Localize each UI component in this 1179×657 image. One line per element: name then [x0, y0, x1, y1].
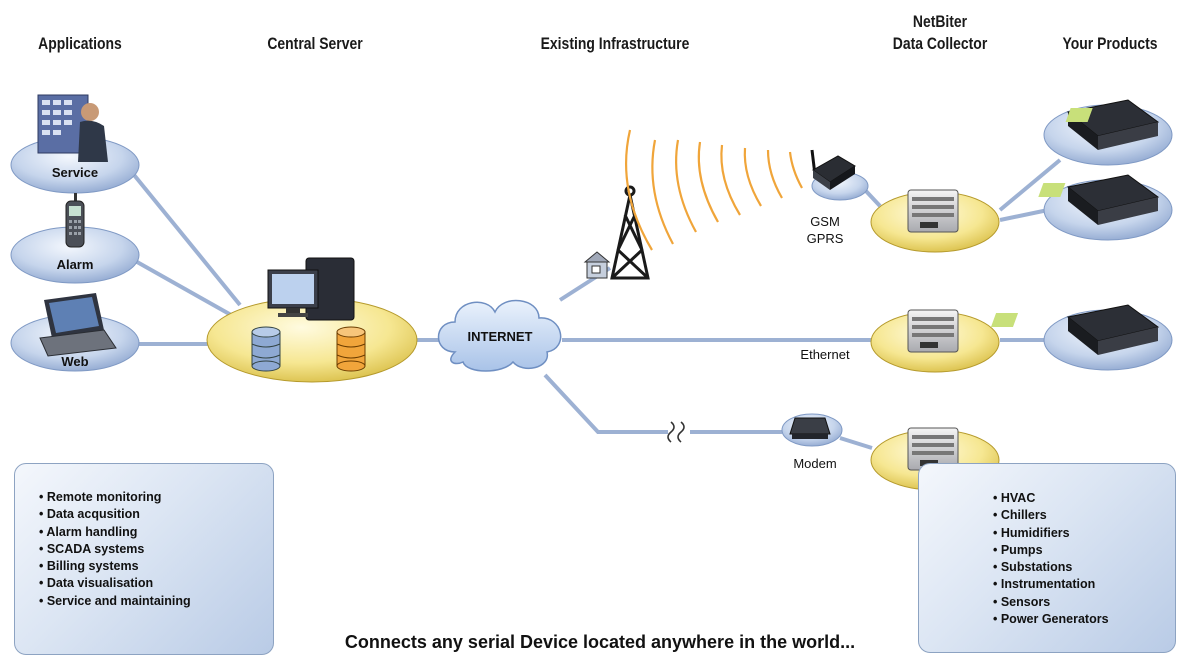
connection-lines	[128, 158, 1062, 450]
list-item: • Instrumentation	[993, 577, 1096, 592]
label-gprs: GPRS	[806, 231, 844, 246]
product-device-2	[1038, 174, 1173, 241]
list-item: • HVAC	[993, 491, 1036, 505]
link-alarm-server	[129, 256, 241, 322]
link-collector-product2	[999, 208, 1049, 222]
list-item: • Remote monitoring	[39, 490, 162, 504]
internet-cloud-icon	[437, 299, 562, 372]
link-internet-modem-a	[543, 373, 668, 434]
label-gsm: GSM	[810, 214, 840, 229]
database-orange-icon	[336, 326, 366, 372]
list-item: • Data acqusition	[39, 507, 140, 522]
header-existing-infrastructure: Existing Infrastructure	[540, 34, 690, 53]
link-collector-product1	[998, 158, 1062, 212]
link-modem-collector	[839, 436, 873, 450]
list-item: • Billing systems	[39, 559, 139, 574]
service-technician-icon	[37, 94, 108, 162]
product-device-1	[1043, 99, 1173, 166]
product-device-3	[990, 304, 1173, 371]
collector-gsm	[870, 189, 1000, 253]
list-item: • Data visualisation	[39, 576, 154, 591]
label-ethernet: Ethernet	[800, 347, 850, 362]
header-central-server: Central Server	[267, 34, 363, 53]
footer-tagline: Connects any serial Device located anywh…	[344, 632, 856, 652]
mobile-phone-icon	[65, 193, 85, 248]
header-your-products: Your Products	[1062, 34, 1158, 53]
label-modem: Modem	[793, 456, 837, 471]
laptop-icon	[39, 293, 117, 357]
header-applications: Applications	[38, 34, 122, 53]
server-computer-icon	[267, 257, 355, 321]
header-data-collector: Data Collector	[892, 34, 988, 53]
link-service-server	[128, 168, 242, 307]
list-item: • Pumps	[993, 542, 1043, 557]
applications-info-box: • Remote monitoring • Data acqusition • …	[14, 463, 274, 655]
list-item: • Sensors	[993, 594, 1051, 609]
link-gsm-collector	[863, 188, 882, 208]
database-blue-icon	[251, 326, 281, 372]
header-netbiter: NetBiter	[912, 12, 968, 31]
label-service: Service	[51, 165, 99, 180]
modem-box-icon	[789, 417, 831, 439]
list-item: • Service and maintaining	[39, 593, 191, 608]
gsm-modem-icon	[810, 149, 856, 190]
label-web: Web	[61, 354, 89, 369]
list-item: • Substations	[993, 560, 1073, 575]
products-info-box: • HVAC • Chillers • Humidifiers • Pumps …	[918, 463, 1176, 653]
label-alarm: Alarm	[56, 257, 94, 272]
list-item: • SCADA systems	[39, 541, 145, 556]
applications-list: • Remote monitoring • Data acqusition • …	[39, 489, 273, 610]
label-internet: INTERNET	[467, 329, 533, 344]
list-item: • Chillers	[993, 508, 1047, 523]
products-list: • HVAC • Chillers • Humidifiers • Pumps …	[993, 490, 1175, 628]
collector-ethernet	[870, 309, 1000, 373]
signal-waves-icon	[625, 129, 803, 251]
small-building-icon	[583, 251, 611, 279]
list-item: • Humidifiers	[993, 525, 1070, 540]
line-break-symbol	[667, 421, 685, 443]
list-item: • Alarm handling	[39, 524, 138, 539]
list-item: • Power Generators	[993, 612, 1109, 627]
